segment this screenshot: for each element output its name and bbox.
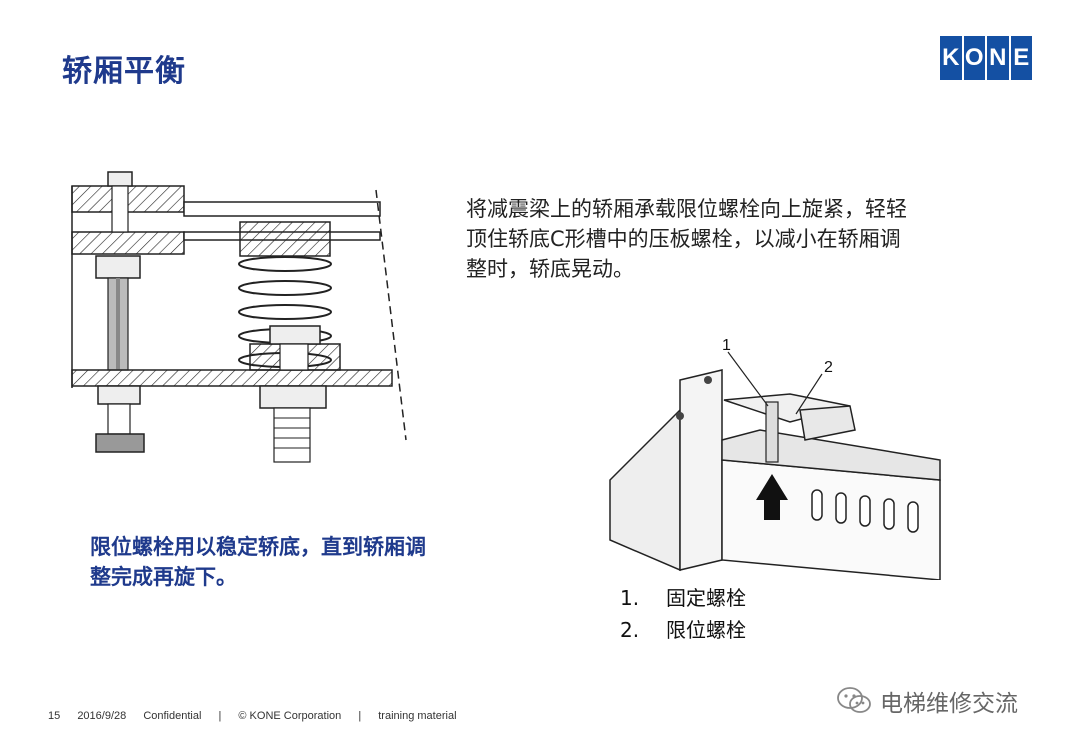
watermark-text: 电梯维修交流	[880, 691, 1018, 717]
legend-item: 2. 限位螺栓	[620, 614, 746, 646]
callout-1: 1	[722, 337, 731, 354]
legend-item: 1. 固定螺栓	[620, 582, 746, 614]
footer: 15 2016/9/28 Confidential | © KONE Corpo…	[48, 710, 471, 722]
footer-separator: |	[218, 710, 222, 722]
logo-letter-k: K	[940, 36, 962, 80]
callout-2: 2	[824, 359, 833, 376]
footer-date: 2016/9/28	[77, 710, 127, 722]
description-line: 整时，轿底晃动。	[466, 257, 634, 281]
damping-beam-drawing	[71, 171, 407, 463]
logo-letter-e: E	[1010, 36, 1032, 80]
kone-logo: K O N E	[940, 36, 1032, 80]
footer-material: training material	[378, 710, 457, 722]
footer-confidential: Confidential	[143, 710, 202, 722]
logo-letter-n: N	[987, 36, 1009, 80]
watermark: 电梯维修交流	[836, 684, 1018, 718]
footer-separator: |	[358, 710, 362, 722]
wechat-icon	[837, 687, 871, 713]
footer-company: © KONE Corporation	[238, 710, 342, 722]
legend-number: 2.	[620, 618, 640, 642]
note-line: 限位螺栓用以稳定轿底，直到轿厢调	[90, 535, 426, 559]
logo-letter-o: O	[963, 36, 985, 80]
note-line: 整完成再旋下。	[90, 565, 237, 589]
description-text: 将减震梁上的轿厢承载限位螺栓向上旋紧，轻轻 顶住轿底C形槽中的压板螺栓，以减小在…	[466, 194, 1006, 284]
legend-number: 1.	[620, 586, 640, 610]
c-channel-bolt-drawing: 1 2	[609, 337, 941, 580]
description-line: 顶住轿底C形槽中的压板螺栓，以减小在轿厢调	[466, 227, 901, 251]
legend-label: 固定螺栓	[666, 586, 746, 610]
legend-label: 限位螺栓	[666, 618, 746, 642]
footer-page: 15	[48, 710, 61, 722]
note-text: 限位螺栓用以稳定轿底，直到轿厢调 整完成再旋下。	[90, 532, 510, 592]
legend-list: 1. 固定螺栓 2. 限位螺栓	[620, 582, 746, 646]
page-title: 轿厢平衡	[62, 54, 186, 89]
description-line: 将减震梁上的轿厢承载限位螺栓向上旋紧，轻轻	[466, 197, 907, 221]
